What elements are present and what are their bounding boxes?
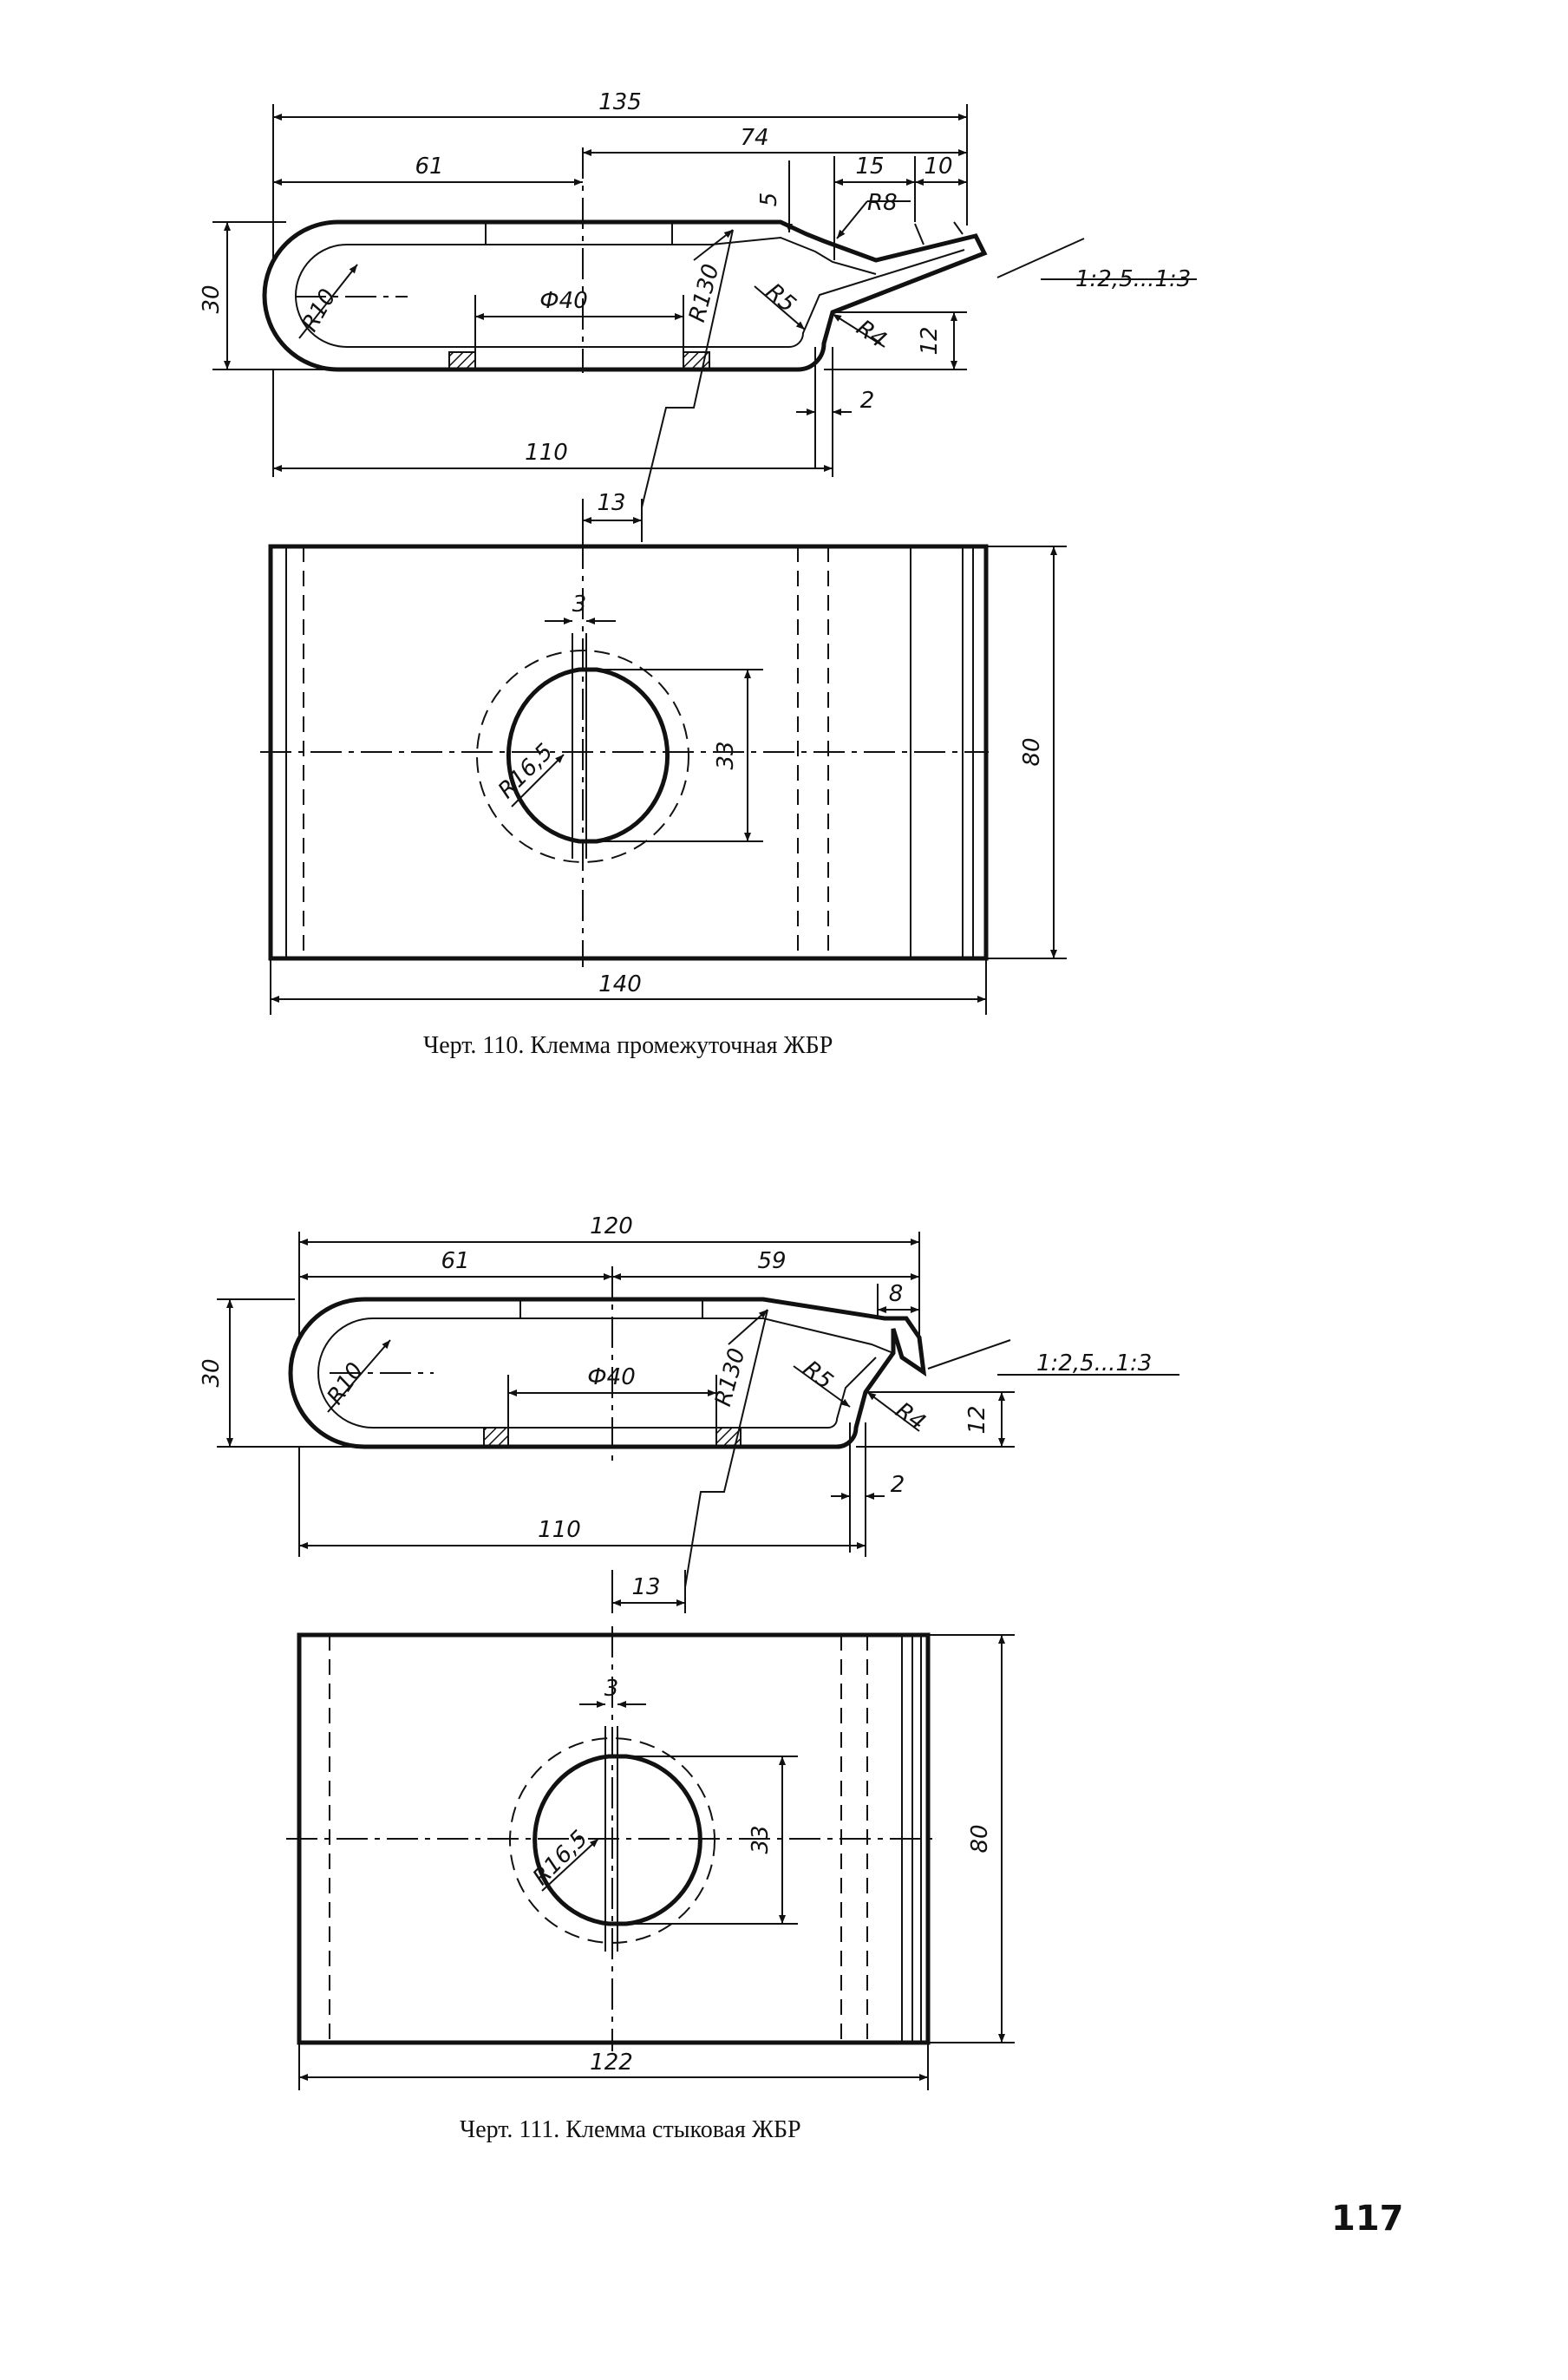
fig111-dim-12: 12: [964, 1405, 990, 1434]
fig110-slope: 1:2,5...1:3: [1075, 266, 1191, 292]
fig110-dim-13: 13: [597, 490, 625, 516]
fig111-dim-59: 59: [757, 1248, 786, 1274]
fig111-dim-122: 122: [590, 2050, 633, 2076]
fig111-clip-inner: [317, 1318, 894, 1429]
fig110-hole: [506, 667, 670, 844]
fig110-phi40: Ф40: [539, 288, 587, 314]
fig111-dim-33: 33: [748, 1825, 774, 1854]
fig110-dim-110: 110: [525, 440, 568, 466]
fig110-dim-61: 61: [415, 154, 443, 180]
fig110-plan-view: 3 R16,5 33 80 140: [260, 538, 1067, 1015]
fig111-dim-8: 8: [889, 1281, 904, 1307]
fig110-r4: R4: [852, 315, 892, 353]
fig111-plan-view: 3 R16,5 33 80 122: [286, 1626, 1015, 2090]
fig111-slope: 1:2,5...1:3: [1036, 1350, 1152, 1376]
fig110-dim-12: 12: [917, 326, 943, 355]
fig111-r130: R130: [710, 1345, 751, 1409]
fig111-dim-61: 61: [441, 1248, 469, 1274]
fig111-dim-2: 2: [891, 1472, 905, 1498]
fig110-caption: Черт. 110. Клемма промежуточная ЖБР: [423, 1032, 833, 1059]
page-number: 117: [1331, 2199, 1404, 2239]
fig110-hole-dashed: [476, 650, 689, 863]
fig110-r8: R8: [867, 190, 898, 216]
fig111-dim-110: 110: [538, 1517, 581, 1543]
fig111-r4: R4: [891, 1397, 931, 1435]
fig111-phi40: Ф40: [587, 1364, 635, 1390]
fig110-dim-3: 3: [572, 592, 587, 618]
fig110-dim-135: 135: [598, 89, 642, 115]
fig110-dim-2: 2: [860, 388, 875, 414]
fig110-dim-30: 30: [199, 284, 225, 313]
fig110-r165: R16,5: [493, 739, 559, 804]
fig110-dim-15: 15: [855, 154, 884, 180]
fig110-dim-10: 10: [924, 154, 952, 180]
fig111-dim-80: 80: [967, 1824, 993, 1853]
fig110-dim-33: 33: [713, 741, 739, 769]
fig111-pad-left: [483, 1427, 509, 1448]
fig111-dim-30: 30: [199, 1358, 225, 1387]
fig110-dim-80: 80: [1019, 737, 1045, 766]
fig111-r5: R5: [798, 1356, 838, 1395]
fig110-dim-74: 74: [740, 125, 768, 151]
fig111-pad-right: [715, 1427, 742, 1448]
fig110-dim-140: 140: [598, 971, 642, 997]
fig111-dim-120: 120: [590, 1213, 633, 1239]
fig110-clip-inner: [295, 236, 965, 348]
fig110-clip-outer: [262, 219, 988, 372]
fig111-r10: R10: [322, 1358, 369, 1409]
fig111-hole-dashed: [509, 1737, 715, 1944]
fig110-r5: R5: [761, 278, 800, 317]
fig111-dim-3: 3: [604, 1676, 619, 1702]
fig110-dim-5: 5: [756, 193, 782, 207]
fig110-side-view: 135 74 61 15 10 5 R8 30 R10 Ф40: [199, 89, 1197, 542]
fig111-dim-13: 13: [631, 1574, 660, 1600]
fig111-caption: Черт. 111. Клемма стыковая ЖБР: [460, 2116, 801, 2143]
fig110-pad-left: [448, 351, 476, 370]
fig111-clip-outer: [288, 1297, 927, 1449]
fig111-side-view: 120 61 59 8 30 R10 Ф40 R130 R5 R4: [199, 1213, 1179, 1613]
